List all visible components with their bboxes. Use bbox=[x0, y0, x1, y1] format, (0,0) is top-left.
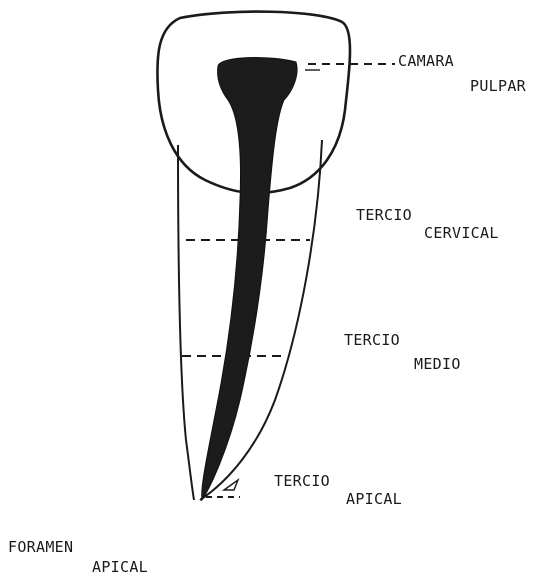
label-tercio-cervical-1: TERCIO bbox=[356, 206, 412, 224]
label-tercio-apical-1: TERCIO bbox=[274, 472, 330, 490]
root-outline-left bbox=[178, 145, 194, 500]
pulp-canal bbox=[202, 57, 297, 500]
label-tercio-medio-2: MEDIO bbox=[414, 355, 461, 373]
label-pulpar: PULPAR bbox=[470, 77, 526, 95]
label-camara: CAMARA bbox=[398, 52, 454, 70]
label-foramen-1: FORAMEN bbox=[8, 538, 73, 556]
apical-arrow-mark bbox=[224, 480, 238, 490]
label-tercio-cervical-2: CERVICAL bbox=[424, 224, 499, 242]
label-tercio-apical-2: APICAL bbox=[346, 490, 402, 508]
label-tercio-medio-1: TERCIO bbox=[344, 331, 400, 349]
label-foramen-2: APICAL bbox=[92, 558, 148, 576]
